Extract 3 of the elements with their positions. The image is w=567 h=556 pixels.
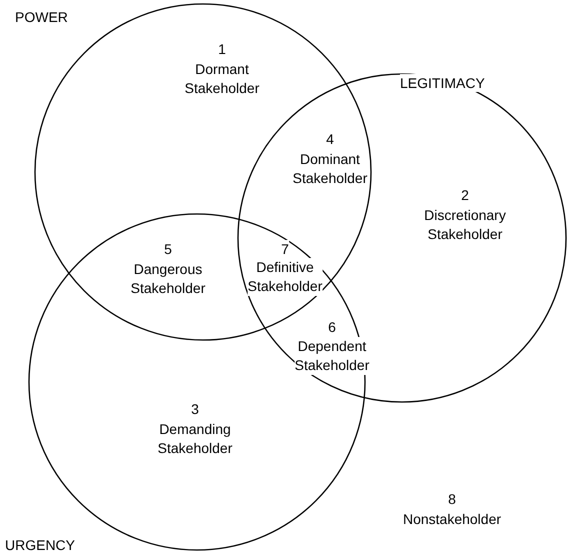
- region-label: Dependent Stakeholder: [294, 337, 370, 375]
- region-label: Definitive Stakeholder: [248, 258, 322, 296]
- set-label: LEGITIMACY: [400, 74, 485, 92]
